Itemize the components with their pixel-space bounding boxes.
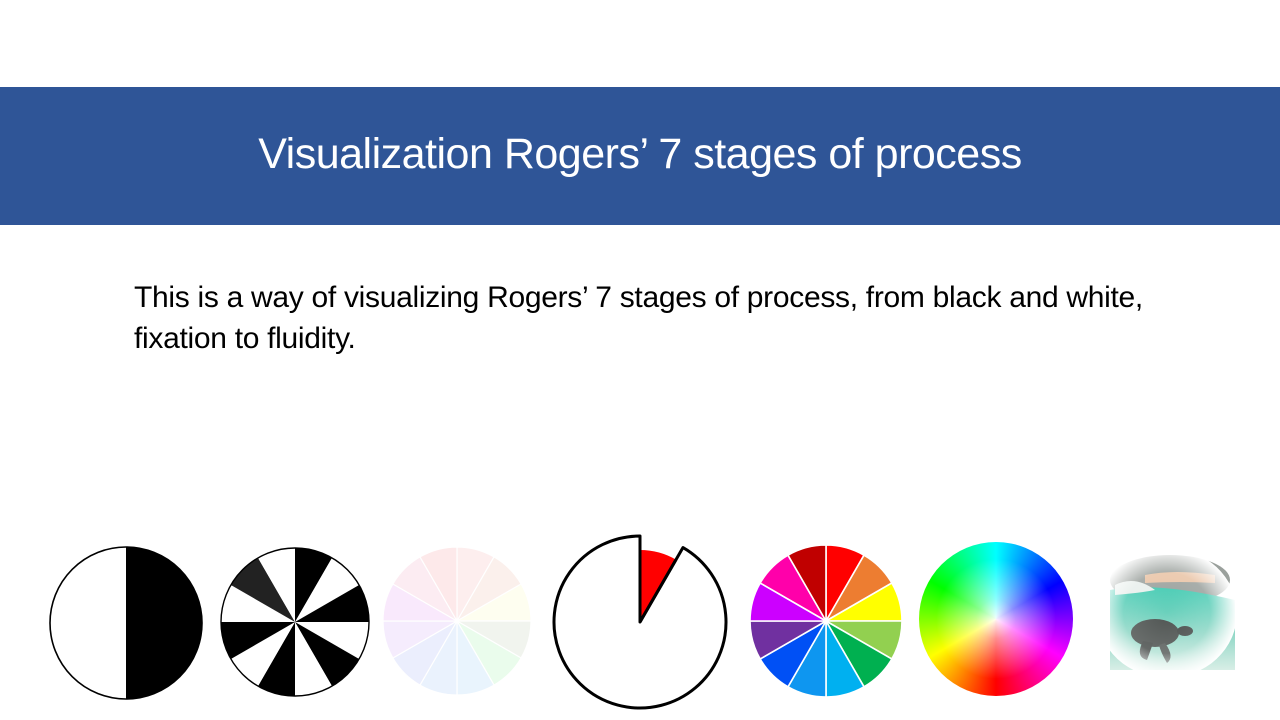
stage-4-pacman-circle: [544, 532, 740, 712]
stage-7-turtle-photo: [1095, 545, 1240, 680]
stage-1-half-circle: [48, 545, 204, 701]
slide-title: Visualization Rogers’ 7 stages of proces…: [258, 129, 1022, 178]
stage-6-gradient-wheel: [919, 542, 1073, 696]
slide-body-text: This is a way of visualizing Rogers’ 7 s…: [134, 281, 1143, 355]
stage-5-color-wheel: [748, 543, 904, 699]
stage-3-pastel-wheel: [381, 545, 533, 697]
title-band: Visualization Rogers’ 7 stages of proces…: [0, 87, 1280, 225]
stage-2-pinwheel: [219, 546, 371, 698]
